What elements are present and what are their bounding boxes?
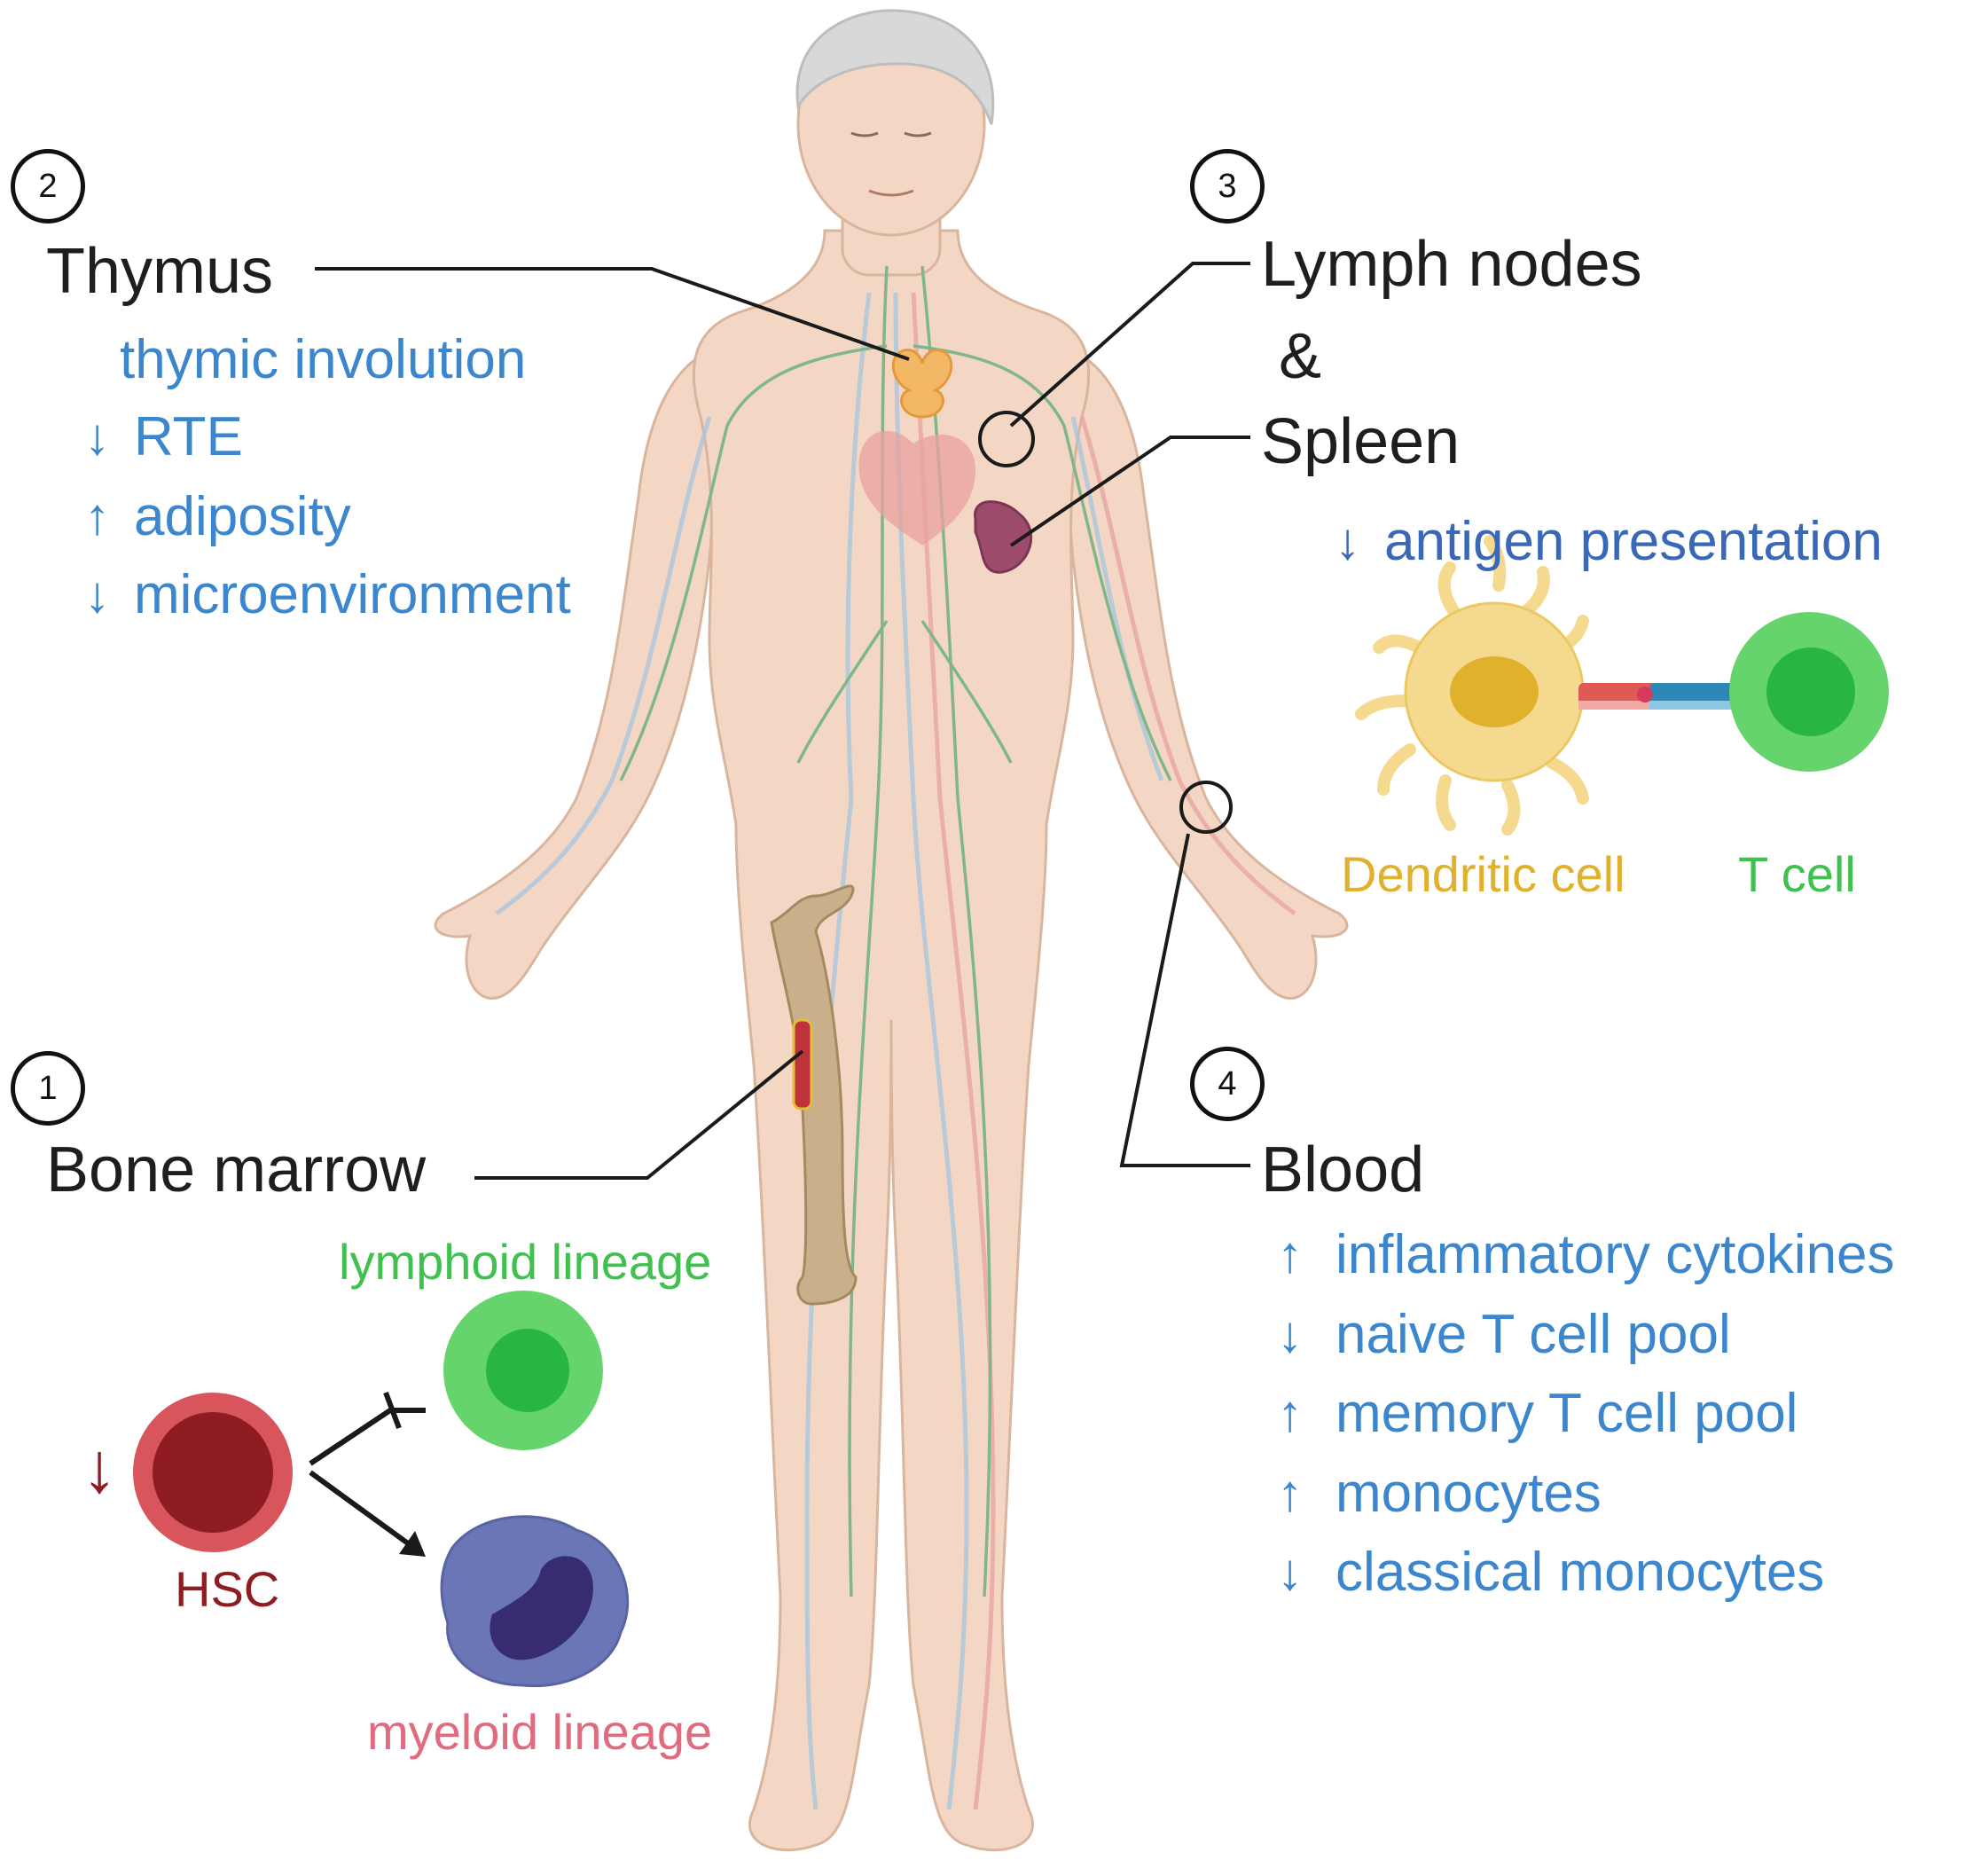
thymus-change-text: microenvironment bbox=[134, 564, 571, 625]
myeloid-lineage-label: myeloid lineage bbox=[367, 1704, 713, 1760]
up-arrow-icon: ↑ bbox=[1277, 1226, 1303, 1283]
blood-change-0: ↑ inflammatory cytokines bbox=[1277, 1228, 1895, 1283]
receptor-complex bbox=[1578, 683, 1738, 710]
down-arrow-icon: ↓ bbox=[1335, 513, 1360, 570]
femur-bone bbox=[770, 884, 858, 1306]
spleen-organ bbox=[974, 500, 1033, 574]
left-arm bbox=[434, 344, 729, 1000]
up-arrow-icon: ↑ bbox=[1277, 1464, 1303, 1522]
marker-lymph-spleen: 3 bbox=[1190, 149, 1265, 224]
thymus-change-text: RTE bbox=[134, 406, 243, 467]
myeloid-arrow-head bbox=[399, 1531, 426, 1557]
thymus-organ bbox=[891, 349, 953, 419]
hair bbox=[795, 9, 995, 125]
thymus-change-3: ↓ microenvironment bbox=[84, 568, 571, 623]
blood-change-4: ↓ classical monocytes bbox=[1277, 1545, 1824, 1600]
blood-change-3: ↑ monocytes bbox=[1277, 1466, 1602, 1521]
hsc-cell bbox=[133, 1393, 293, 1552]
hsc-differentiation-arrows bbox=[309, 1391, 426, 1546]
heart bbox=[858, 430, 975, 546]
marker-bone-marrow: 1 bbox=[11, 1051, 85, 1126]
down-arrow-icon: ↓ bbox=[1277, 1306, 1303, 1363]
t-cell-label: T cell bbox=[1738, 846, 1856, 902]
dendritic-cell bbox=[1355, 535, 1589, 836]
blood-change-text: memory T cell pool bbox=[1335, 1383, 1798, 1444]
lymphoid-lineage-label: lymphoid lineage bbox=[339, 1234, 712, 1290]
thymus-change-1: ↓ RTE bbox=[84, 410, 243, 465]
hsc-label: HSC bbox=[175, 1561, 280, 1617]
lymphoid-cell bbox=[443, 1291, 603, 1450]
thymus-change-text: adiposity bbox=[134, 486, 351, 547]
myeloid-cell bbox=[440, 1515, 630, 1688]
thymus-change-2: ↑ adiposity bbox=[84, 490, 351, 545]
dendritic-cell-label: Dendritic cell bbox=[1341, 846, 1625, 902]
marker-thymus: 2 bbox=[11, 149, 85, 224]
blood-change-text: naive T cell pool bbox=[1335, 1304, 1731, 1365]
blood-title: Blood bbox=[1261, 1134, 1425, 1205]
marker-blood: 4 bbox=[1190, 1047, 1265, 1121]
t-cell bbox=[1729, 612, 1889, 772]
blood-change-1: ↓ naive T cell pool bbox=[1277, 1307, 1731, 1362]
up-arrow-icon: ↑ bbox=[1277, 1385, 1303, 1442]
up-arrow-icon: ↑ bbox=[84, 488, 110, 546]
blood-change-2: ↑ memory T cell pool bbox=[1277, 1386, 1798, 1441]
blood-change-text: monocytes bbox=[1335, 1463, 1602, 1524]
thymus-title: Thymus bbox=[46, 236, 274, 307]
lymph-change-text: antigen presentation bbox=[1384, 511, 1883, 572]
down-arrow-icon: ↓ bbox=[84, 408, 110, 466]
blood-change-text: classical monocytes bbox=[1335, 1542, 1825, 1603]
down-arrow-icon: ↓ bbox=[1277, 1543, 1303, 1601]
thymus-change-0: thymic involution bbox=[120, 329, 527, 390]
ampersand: & bbox=[1279, 321, 1322, 392]
bone-marrow-title: Bone marrow bbox=[46, 1134, 427, 1205]
spleen-title: Spleen bbox=[1261, 406, 1461, 477]
hsc-down-arrow-icon: ↓ bbox=[82, 1428, 117, 1507]
lymph-nodes-title: Lymph nodes bbox=[1261, 229, 1642, 300]
blood-change-text: inflammatory cytokines bbox=[1335, 1224, 1895, 1285]
callout-lines bbox=[315, 262, 1250, 1180]
right-arm bbox=[1053, 344, 1349, 1000]
lymph-change: ↓ antigen presentation bbox=[1335, 514, 1883, 569]
down-arrow-icon: ↓ bbox=[84, 566, 110, 624]
